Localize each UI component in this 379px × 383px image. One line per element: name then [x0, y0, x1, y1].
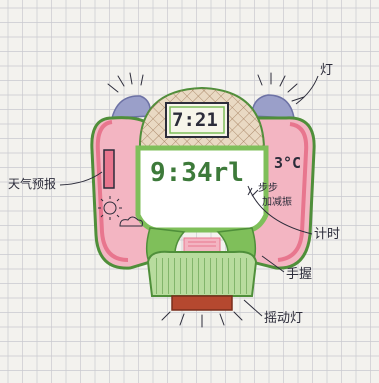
bottom-light-rays [161, 311, 243, 328]
label-shake-light: 摇动灯 [264, 311, 304, 326]
label-step-counter-line2: 加减振 [262, 197, 292, 208]
weather-thermometer [103, 149, 115, 189]
label-step-counter-line1: 步步 [258, 183, 278, 194]
right-lamp [251, 94, 295, 119]
clock-readout: 7:21 [172, 109, 218, 131]
leader-lines [59, 75, 319, 317]
top-lamps [111, 94, 295, 119]
clock-display [165, 102, 229, 138]
temperature-readout: 3°C [274, 154, 302, 172]
label-grip: 手握 [286, 267, 313, 282]
cloud-icon [119, 216, 143, 227]
bottom-light [171, 295, 233, 311]
label-timer: 计时 [314, 227, 341, 242]
lamp-rays [107, 72, 305, 102]
label-lamp: 灯 [320, 63, 334, 78]
main-readout: 9:34rl [150, 158, 244, 188]
label-weather: 天气预报 [8, 177, 57, 191]
center-band [183, 237, 221, 253]
sun-icon [98, 196, 122, 220]
